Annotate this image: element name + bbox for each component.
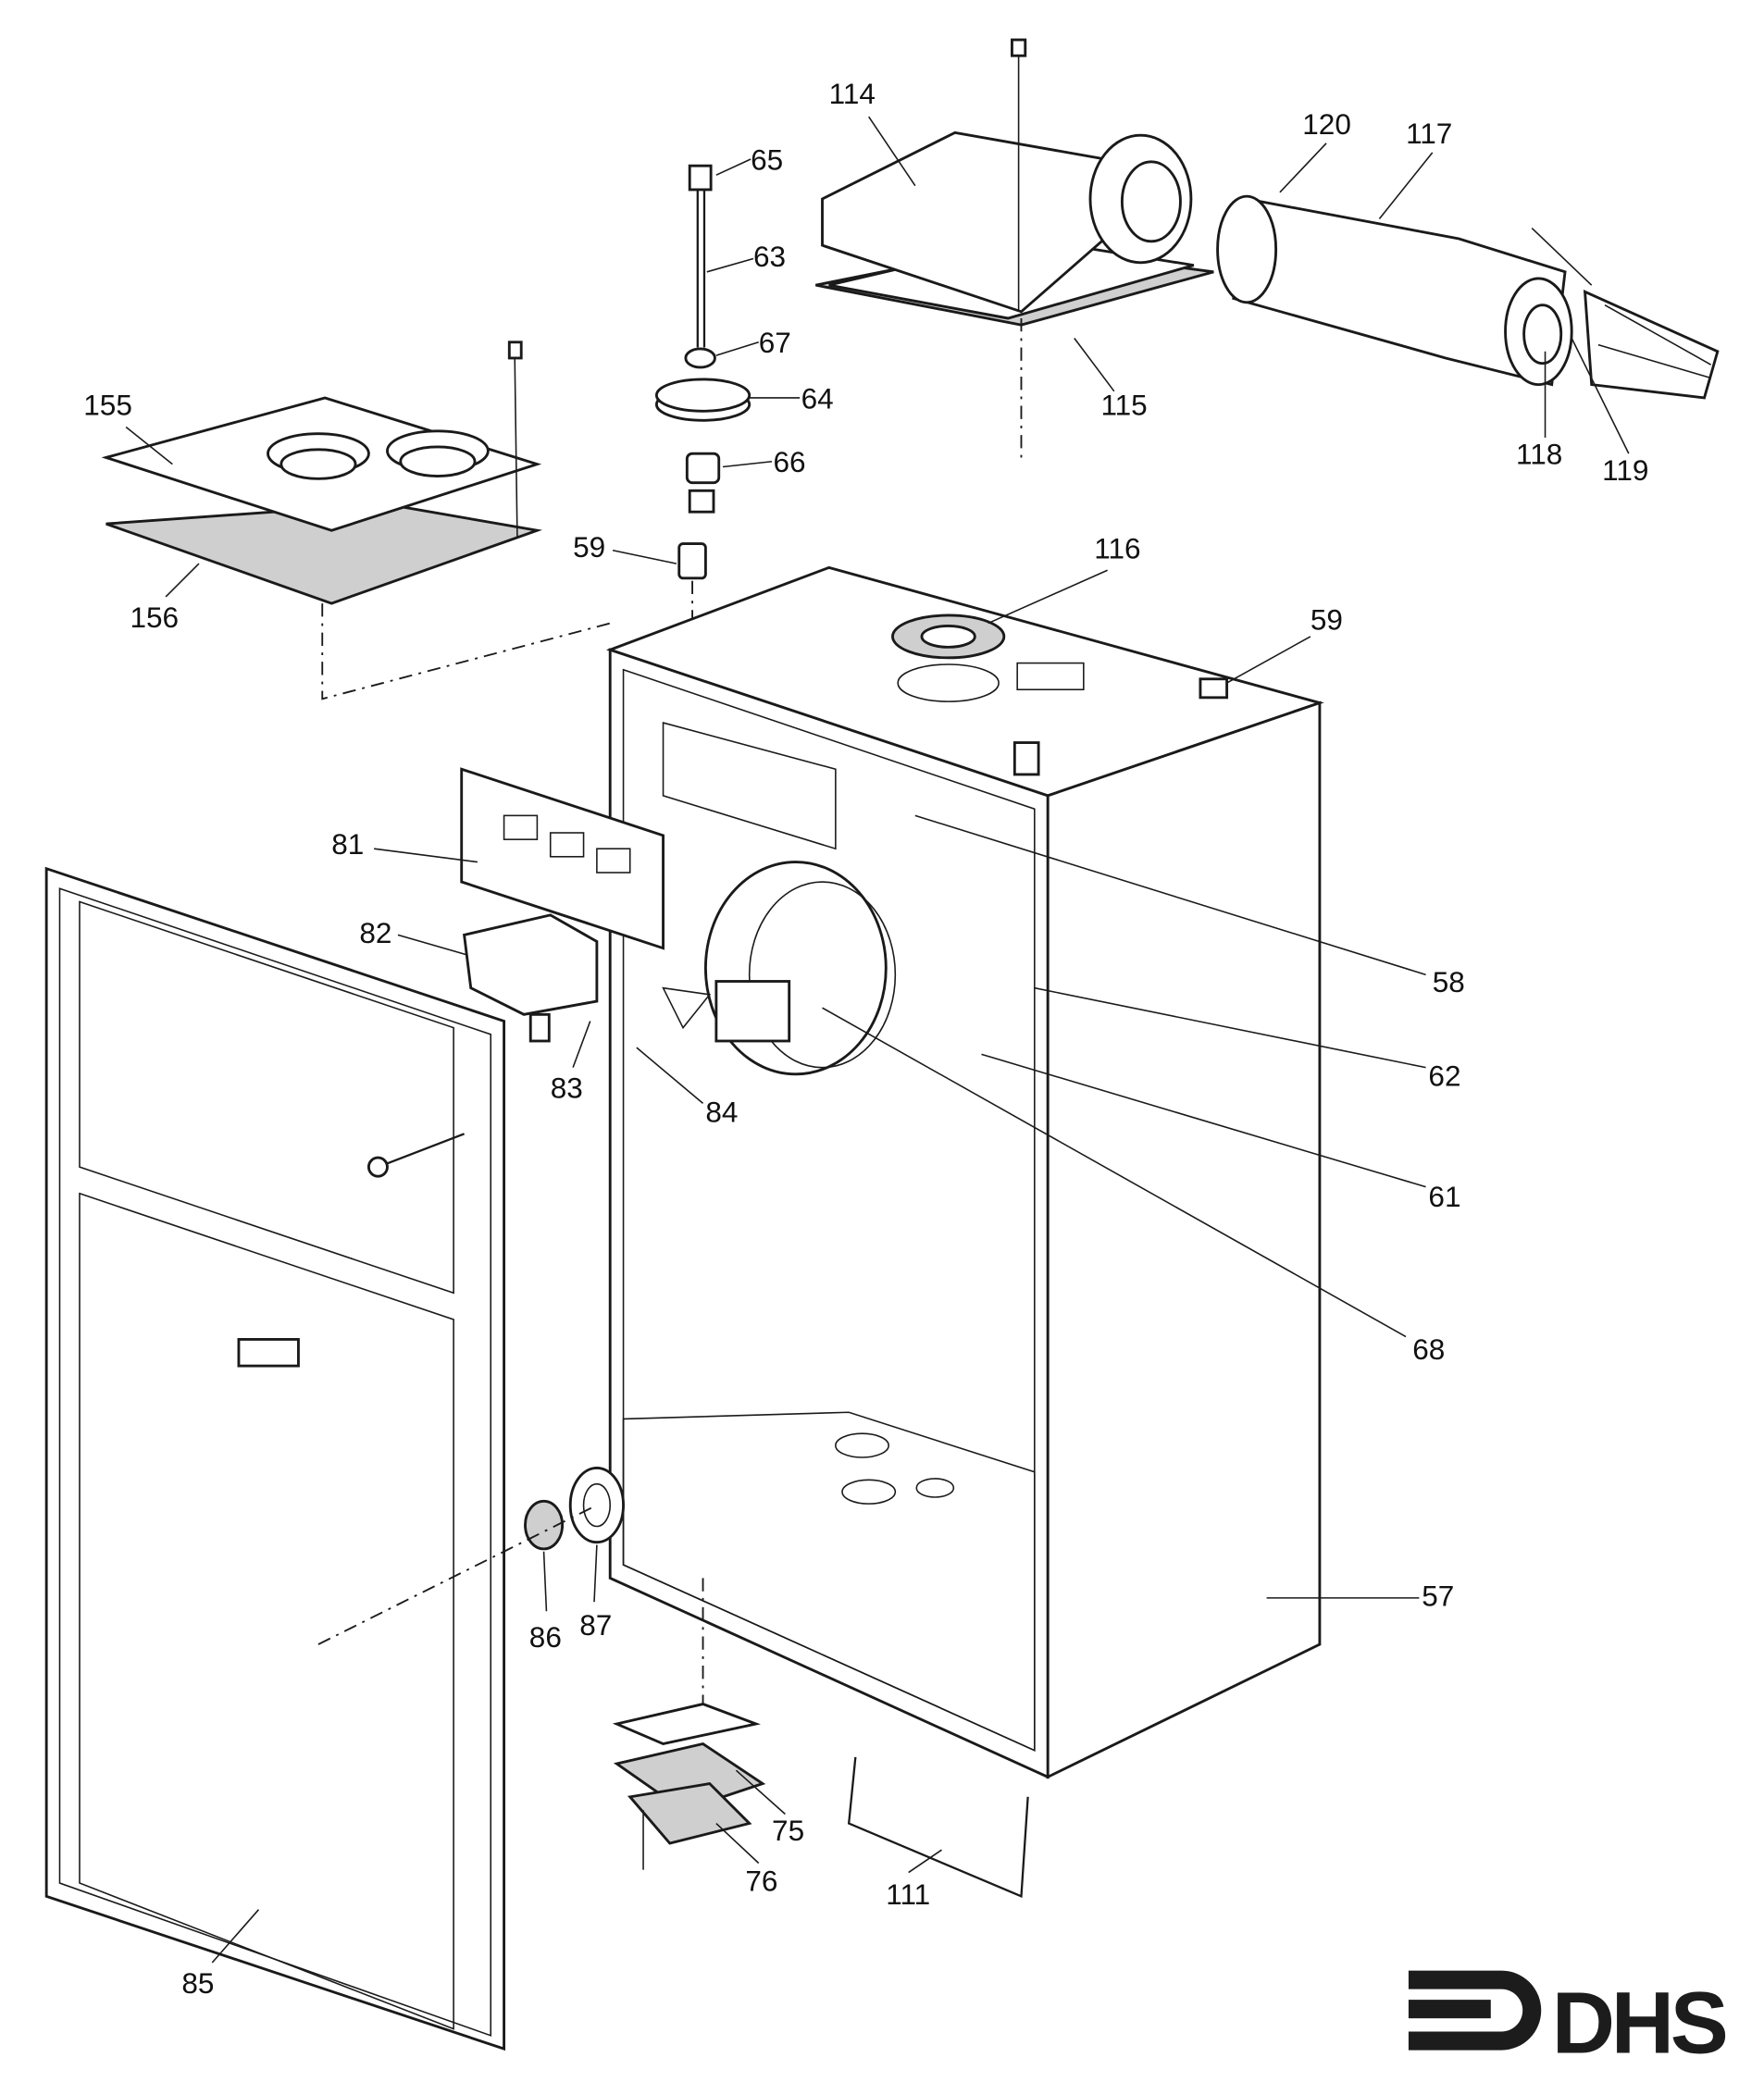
part-label: 85 <box>181 1966 214 2000</box>
part-label: 59 <box>1311 603 1343 637</box>
part-label: 87 <box>579 1608 612 1642</box>
part-label: 76 <box>745 1865 777 1898</box>
fan-hood-114 <box>815 38 1214 458</box>
flue-terminal <box>1216 194 1720 400</box>
part-label: 81 <box>331 827 364 861</box>
part-labels: 114 65 63 67 64 66 155 156 59 115 116 12… <box>83 77 1648 2000</box>
control-panel-81 <box>460 767 665 1043</box>
fan-assembly-68 <box>662 861 897 1076</box>
part-label: 116 <box>1094 531 1140 564</box>
dhs-logo-text: DHS <box>1552 1974 1726 2072</box>
part-label: 66 <box>773 445 805 478</box>
part-label: 59 <box>573 530 605 564</box>
part-label: 57 <box>1422 1579 1454 1612</box>
dhs-logo: DHS <box>1408 1970 1730 2072</box>
burner-pads <box>612 1578 1029 1899</box>
part-label: 68 <box>1412 1332 1445 1366</box>
stud-assembly <box>654 164 752 637</box>
boiler-casing-57 <box>605 565 1324 1779</box>
flue-plate-155 <box>101 341 543 605</box>
part-label: 63 <box>753 240 786 273</box>
sight-glass <box>317 1467 625 1645</box>
part-label: 114 <box>829 77 876 110</box>
part-label: 119 <box>1602 453 1648 487</box>
part-label: 75 <box>772 1814 804 1847</box>
part-label: 155 <box>83 389 132 422</box>
part-label: 58 <box>1433 965 1465 998</box>
part-label: 62 <box>1428 1060 1460 1093</box>
part-label: 120 <box>1302 107 1351 141</box>
part-label: 67 <box>759 326 791 359</box>
part-label: 115 <box>1100 389 1147 422</box>
part-label: 83 <box>551 1072 583 1105</box>
part-label: 118 <box>1516 438 1562 471</box>
part-label: 65 <box>751 143 783 176</box>
part-label: 86 <box>529 1620 562 1654</box>
part-label: 82 <box>359 916 391 949</box>
part-label: 117 <box>1406 117 1452 150</box>
part-label: 111 <box>886 1878 930 1911</box>
leader-lines <box>125 116 1630 1964</box>
front-panel-85 <box>44 866 506 2051</box>
part-label: 64 <box>801 381 834 415</box>
part-label: 156 <box>130 601 179 634</box>
part-label: 84 <box>705 1095 738 1128</box>
part-label: 61 <box>1428 1180 1460 1213</box>
